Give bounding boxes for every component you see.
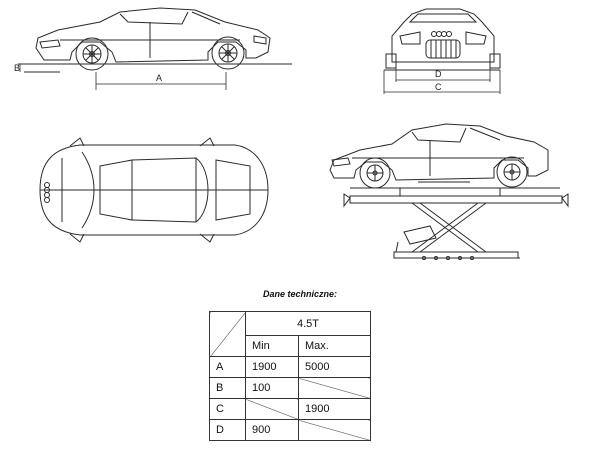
max-value-empty — [298, 377, 371, 399]
car-front-view — [384, 8, 501, 71]
min-value: 900 — [245, 419, 299, 441]
dimension-label-d: D — [435, 69, 442, 79]
car-side-view — [18, 7, 292, 73]
min-header: Min — [245, 335, 299, 357]
table-row: B 100 — [209, 377, 371, 399]
table-row: D 900 — [209, 419, 371, 441]
max-value: 5000 — [298, 356, 371, 378]
max-value-empty — [298, 419, 371, 441]
min-value: 100 — [245, 377, 299, 399]
table-row: C 1900 — [209, 398, 371, 420]
dimension-label-b: B — [14, 63, 21, 73]
car-on-lift-view — [329, 123, 569, 208]
row-label: A — [209, 356, 246, 378]
row-label: B — [209, 377, 246, 399]
max-header: Max. — [298, 335, 371, 357]
dimension-a-side — [19, 64, 227, 90]
table-row: A 1900 5000 — [209, 356, 371, 378]
technical-data-title: Dane techniczne: — [262, 289, 338, 299]
dimension-cd-front — [383, 68, 501, 94]
scissor-mechanism — [393, 202, 520, 260]
row-label: C — [209, 398, 246, 420]
technical-data-table: 4.5T Min Max. A 1900 5000 B 100 C 1900 D… — [209, 311, 371, 441]
row-label: D — [209, 419, 246, 441]
dimension-label-a: A — [156, 73, 163, 83]
dimension-label-c: C — [435, 82, 442, 92]
technical-drawing-canvas — [18, 7, 569, 260]
min-value: 1900 — [245, 356, 299, 378]
table-header-row: 4.5T — [209, 311, 371, 357]
car-top-view — [39, 137, 269, 243]
table-corner-cell — [209, 311, 246, 357]
model-header: 4.5T — [245, 311, 371, 336]
max-value: 1900 — [298, 398, 371, 420]
min-value-empty — [245, 398, 299, 420]
